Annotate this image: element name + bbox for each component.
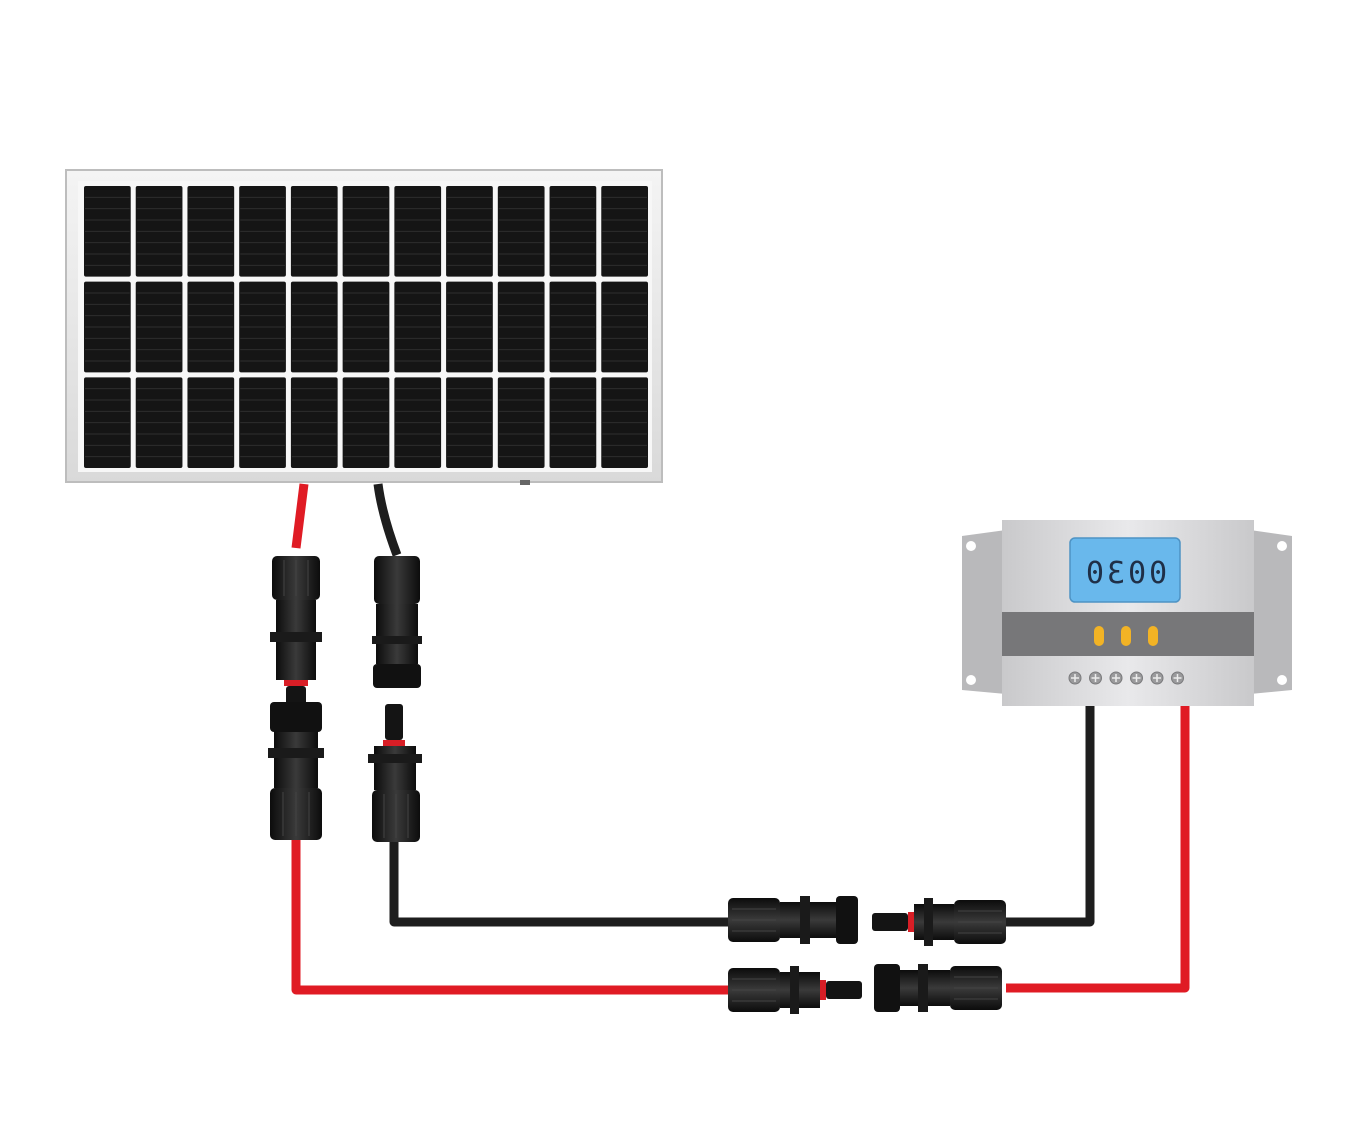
- connector-tip: [874, 964, 900, 1012]
- junction-clip: [520, 480, 530, 485]
- connector-body: [376, 604, 418, 664]
- mount-hole-left-top: [966, 541, 976, 551]
- controller-mount-right: [1250, 530, 1292, 694]
- mount-hole-right-top: [1277, 541, 1287, 551]
- negative-extension-cable: [389, 842, 728, 927]
- positive-wire-panel: [291, 483, 309, 549]
- connector-seal: [820, 980, 826, 1000]
- indicator-led: [1121, 626, 1131, 646]
- solar-panel-icon: [65, 169, 663, 485]
- connector-latch: [268, 748, 324, 758]
- wires: [291, 483, 1190, 995]
- connector-pin: [385, 704, 403, 740]
- panel-cells: [84, 186, 648, 468]
- lcd-readout: 0030: [1083, 556, 1167, 591]
- mount-hole-left-bottom: [966, 675, 976, 685]
- mc4-connector-horizontal: [874, 964, 1002, 1012]
- connector-pin: [872, 913, 908, 931]
- indicator-led: [1094, 626, 1104, 646]
- connector-body: [374, 746, 416, 790]
- connector-tip: [836, 896, 858, 944]
- negative-wire-controller: [1006, 704, 1095, 927]
- mc4-connector-horizontal: [728, 966, 862, 1014]
- connector-tip: [270, 702, 322, 732]
- connector-latch: [368, 754, 422, 763]
- connector-seal: [908, 912, 914, 932]
- controller-mount-left: [962, 530, 1006, 694]
- connector-body: [274, 732, 318, 788]
- connector-latch: [800, 896, 810, 944]
- mc4-connector-horizontal: [728, 896, 858, 944]
- connector-latch: [270, 632, 322, 642]
- positive-extension-cable: [291, 840, 728, 995]
- connector-latch: [372, 636, 422, 644]
- connector-latch: [924, 898, 933, 946]
- mount-hole-right-bottom: [1277, 675, 1287, 685]
- connector-body: [780, 972, 820, 1008]
- lcd-display: [1069, 537, 1181, 603]
- positive-wire-controller: [1006, 704, 1190, 993]
- connector-nut: [374, 556, 420, 604]
- indicator-leds: [1094, 626, 1158, 646]
- connector-pin: [826, 981, 862, 999]
- mc4-connector-icon: [268, 556, 1006, 1014]
- indicator-led: [1148, 626, 1158, 646]
- mc4-connector-horizontal: [872, 898, 1006, 946]
- mc4-connector-vertical: [270, 556, 322, 722]
- connector-latch: [790, 966, 799, 1014]
- connector-seal: [383, 740, 405, 746]
- connector-latch: [918, 964, 928, 1012]
- connector-body: [914, 904, 954, 940]
- connector-seal: [284, 680, 308, 686]
- connector-tip: [373, 664, 421, 688]
- mc4-connector-vertical: [368, 704, 422, 842]
- mc4-connector-vertical: [372, 556, 422, 688]
- charge-controller-icon: 0030: [962, 520, 1292, 706]
- mc4-connector-vertical: [268, 702, 324, 840]
- terminal-screws: [1068, 671, 1184, 685]
- negative-wire-panel: [373, 483, 402, 557]
